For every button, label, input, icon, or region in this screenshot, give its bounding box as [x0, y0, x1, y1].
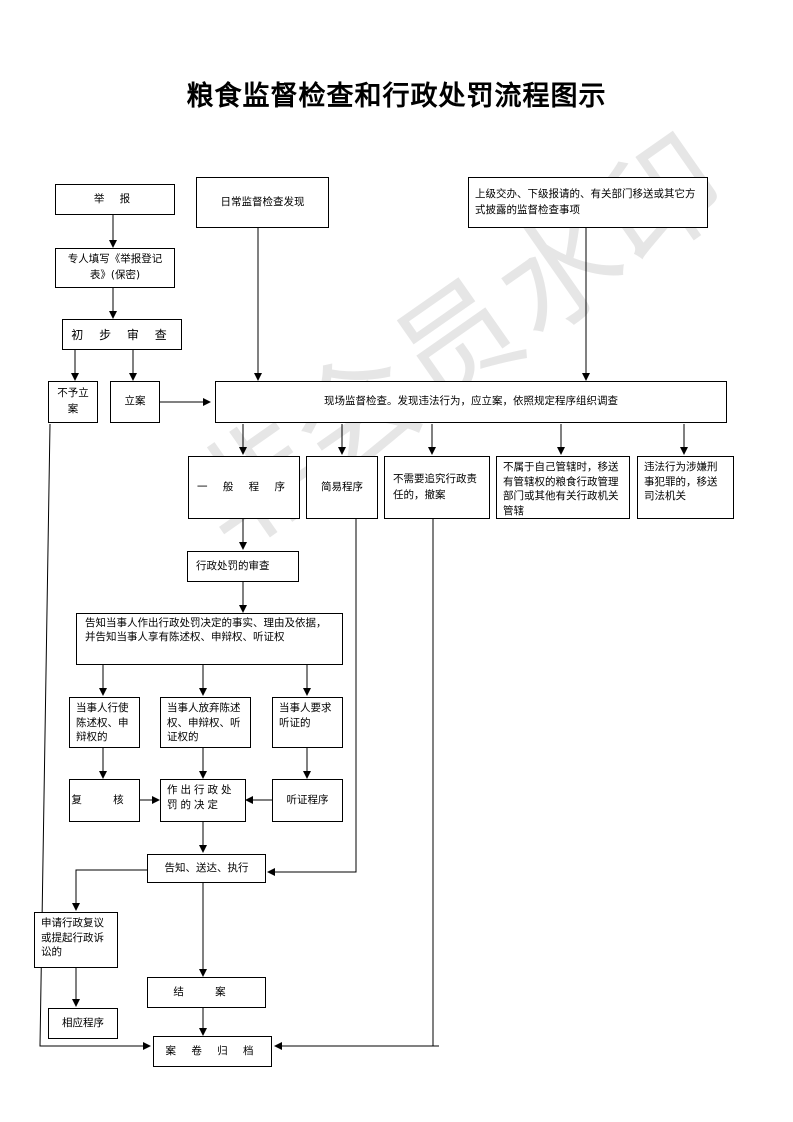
archive-label: 案 卷 归 档: [165, 1044, 260, 1057]
decision-label: 作出行政处罚的决定: [167, 784, 235, 811]
onsite-box: 现场监督检查。发现违法行为，应立案，依照规定程序组织调查: [215, 381, 727, 423]
not-filed-box: 不予立案: [48, 381, 98, 423]
not-filed-label: 不予立案: [57, 387, 89, 415]
appeal-label: 申请行政复议或提起行政诉讼的: [41, 917, 104, 959]
filed-box: 立案: [110, 381, 160, 423]
appeal-box: 申请行政复议或提起行政诉讼的: [34, 912, 118, 968]
corresponding-label: 相应程序: [62, 1016, 104, 1029]
archive-box: 案 卷 归 档: [153, 1036, 272, 1067]
hearing-box: 听证程序: [272, 779, 343, 822]
exercise-rights-box: 当事人行使陈述权、申辩权的: [69, 697, 140, 748]
request-hearing-label: 当事人要求听证的: [279, 702, 332, 729]
execute-label: 告知、送达、执行: [164, 861, 249, 874]
decision-box: 作出行政处罚的决定: [160, 779, 246, 822]
close-box: 结 案: [147, 977, 266, 1008]
request-hearing-box: 当事人要求听证的: [272, 697, 343, 748]
execute-box: 告知、送达、执行: [147, 854, 266, 883]
simple-procedure-box: 简易程序: [306, 456, 378, 519]
superior-label: 上级交办、下级报请的、有关部门移送或其它方式披露的监督检查事项: [475, 187, 696, 216]
corresponding-box: 相应程序: [48, 1008, 118, 1039]
register-label: 专人填写《举报登记表》(保密): [67, 253, 163, 281]
daily-inspection-box: 日常监督检查发现: [196, 177, 329, 228]
superior-box: 上级交办、下级报请的、有关部门移送或其它方式披露的监督检查事项: [468, 177, 708, 228]
exercise-rights-label: 当事人行使陈述权、申辩权的: [76, 702, 129, 744]
no-liability-label: 不需要追究行政责任的，撤案: [393, 472, 477, 501]
recheck-box: 复 核: [69, 779, 140, 822]
recheck-label: 复 核: [71, 793, 138, 806]
prelim-review-box: 初 步 审 查: [62, 319, 182, 350]
no-liability-box: 不需要追究行政责任的，撤案: [384, 456, 490, 519]
transfer-other-box: 不属于自己管辖时，移送有管辖权的粮食行政管理部门或其他有关行政机关管辖: [496, 456, 630, 519]
report-box: 举 报: [55, 184, 175, 215]
arrow-simple-execute: [267, 519, 357, 876]
arrow-notfiled-archive: [39, 423, 151, 1050]
penalty-review-box: 行政处罚的审查: [187, 551, 299, 582]
waive-rights-label: 当事人放弃陈述权、申辩权、听证权的: [167, 702, 241, 744]
penalty-review-label: 行政处罚的审查: [196, 559, 270, 572]
waive-rights-box: 当事人放弃陈述权、申辩权、听证权的: [160, 697, 251, 748]
transfer-judicial-label: 违法行为涉嫌刑事犯罪的，移送司法机关: [644, 461, 718, 503]
general-procedure-label: 一 般 程 序: [196, 480, 291, 493]
filed-label: 立案: [124, 395, 146, 408]
notify-label: 告知当事人作出行政处罚决定的事实、理由及依据，并告知当事人享有陈述权、申辩权、听…: [85, 617, 327, 644]
simple-procedure-label: 简易程序: [321, 480, 363, 493]
hearing-label: 听证程序: [286, 793, 329, 806]
transfer-judicial-box: 违法行为涉嫌刑事犯罪的，移送司法机关: [637, 456, 734, 519]
arrow-execute-appeal: [72, 869, 147, 911]
report-label: 举 报: [93, 192, 137, 205]
register-box: 专人填写《举报登记表》(保密): [55, 248, 175, 288]
onsite-label: 现场监督检查。发现违法行为，应立案，依照规定程序组织调查: [324, 395, 618, 408]
page-title: 粮食监督检查和行政处罚流程图示: [186, 81, 607, 112]
transfer-other-label: 不属于自己管辖时，移送有管辖权的粮食行政管理部门或其他有关行政机关管辖: [503, 461, 619, 518]
close-label: 结 案: [173, 985, 240, 998]
prelim-review-label: 初 步 审 查: [71, 327, 173, 342]
daily-inspection-label: 日常监督检查发现: [220, 195, 305, 208]
notify-box: 告知当事人作出行政处罚决定的事实、理由及依据，并告知当事人享有陈述权、申辩权、听…: [76, 613, 343, 665]
general-procedure-box: 一 般 程 序: [188, 456, 300, 519]
